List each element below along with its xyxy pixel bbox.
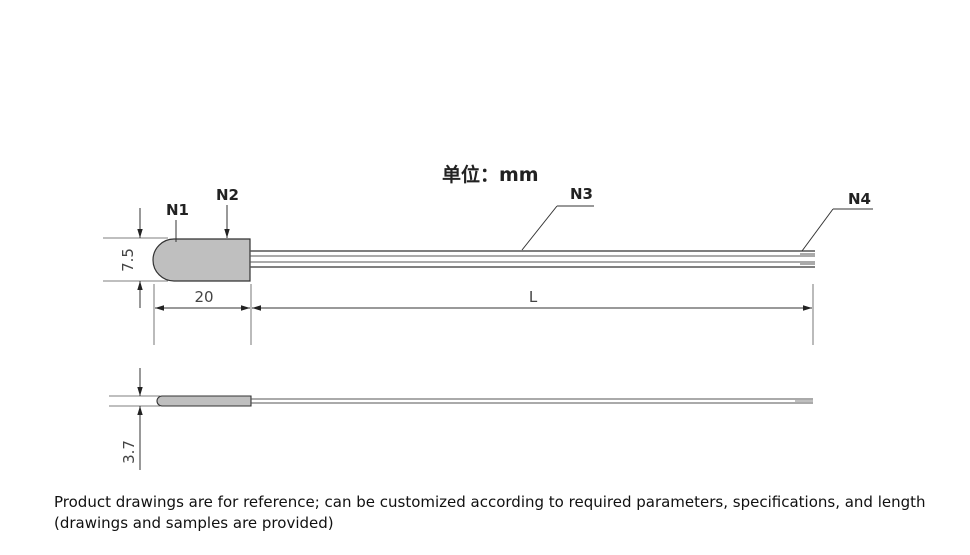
sensor-head — [152, 238, 251, 282]
callout-n4-label: N4 — [848, 190, 871, 208]
dimension-head-length-label: 20 — [194, 288, 213, 306]
callout-n2-label: N2 — [216, 186, 239, 204]
side-view — [156, 395, 813, 407]
callout-n1-label: N1 — [166, 201, 189, 219]
dimension-lead-length-label: L — [529, 288, 538, 306]
dimension-head-length: 20 — [153, 284, 252, 345]
dimension-side-thickness-label: 3.7 — [120, 440, 138, 464]
drawing-caption: Product drawings are for reference; can … — [54, 492, 954, 534]
callout-n3-label: N3 — [570, 185, 593, 203]
dimension-head-height-label: 7.5 — [119, 248, 137, 272]
callout-n1: N1 — [166, 201, 189, 242]
callout-n4: N4 — [801, 190, 873, 252]
callout-n3: N3 — [521, 185, 594, 251]
dimension-side-thickness: 3.7 — [109, 368, 160, 470]
dimension-head-height: 7.5 — [103, 208, 168, 308]
sensor-head-side — [156, 395, 252, 407]
callout-n2: N2 — [216, 186, 239, 238]
unit-label: 单位：mm — [442, 163, 539, 186]
caption-line-2: (drawings and samples are provided) — [54, 514, 334, 532]
dimension-lead-length: L — [252, 284, 814, 345]
top-view — [152, 238, 815, 282]
caption-line-1: Product drawings are for reference; can … — [54, 493, 926, 511]
